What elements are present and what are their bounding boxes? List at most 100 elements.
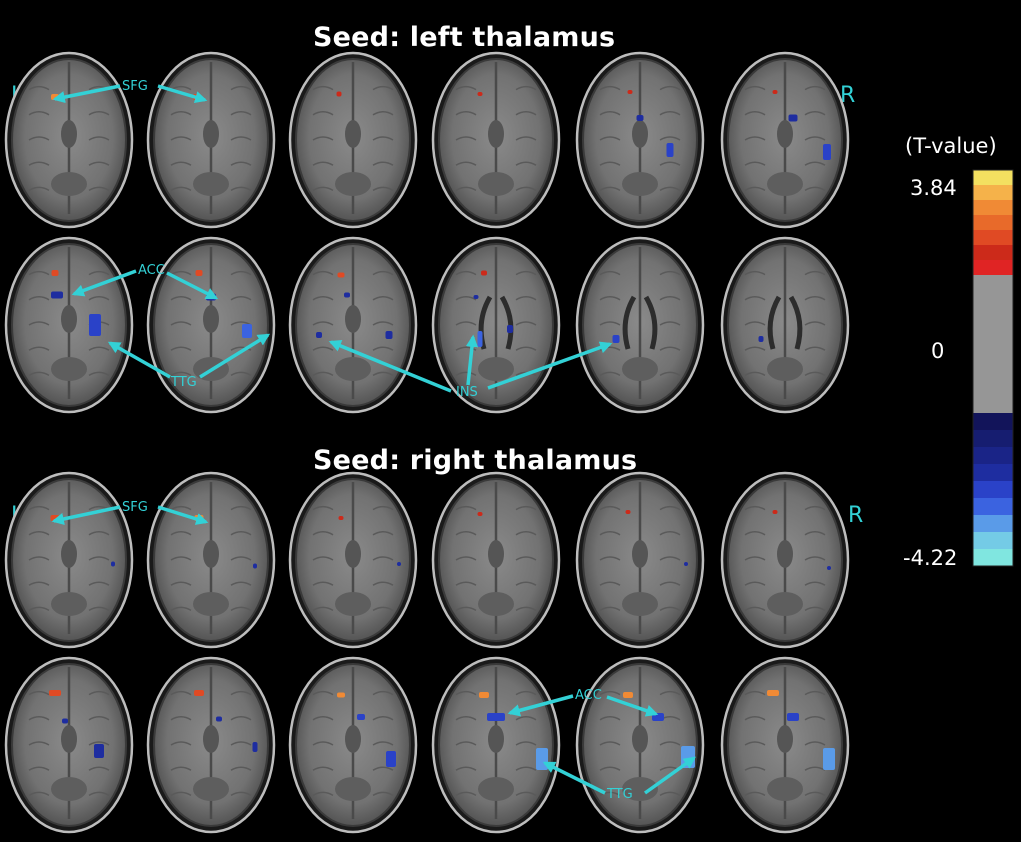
activation-cluster (477, 92, 483, 96)
sulcus (230, 690, 252, 696)
sulcus (170, 346, 192, 351)
sulcus (599, 186, 621, 192)
ventricle (203, 120, 219, 148)
sulcus (312, 556, 334, 561)
label-sfg-bottom: SFG (122, 500, 148, 515)
sulcus (88, 111, 110, 116)
sulcus (455, 766, 477, 771)
colorbar-segment (973, 215, 1013, 230)
label-ttg-top: TTG (171, 375, 197, 390)
sulcus (312, 606, 334, 612)
sulcus (515, 531, 537, 536)
sulcus (312, 111, 334, 116)
sulcus (88, 346, 110, 351)
ventricle (777, 540, 793, 568)
sulcus (455, 321, 477, 326)
sulcus (170, 581, 192, 586)
cerebellum-region (193, 777, 229, 801)
sulcus (312, 690, 334, 696)
sulcus (744, 766, 766, 771)
sulcus (599, 581, 621, 586)
sulcus (88, 296, 110, 301)
sulcus (28, 371, 50, 377)
activation-cluster (397, 562, 401, 566)
activation-cluster (481, 270, 487, 276)
sulcus (515, 606, 537, 612)
cerebellum-region (622, 357, 658, 381)
sulcus (372, 321, 394, 326)
sulcus (744, 741, 766, 746)
sulcus (515, 161, 537, 166)
cerebellum-region (767, 172, 803, 196)
sulcus (659, 741, 681, 746)
sulcus (515, 791, 537, 797)
activation-cluster (636, 115, 644, 121)
sulcus (455, 556, 477, 561)
sulcus (455, 606, 477, 612)
cerebellum-region (767, 777, 803, 801)
sulcus (455, 296, 477, 301)
colorbar-segment (973, 260, 1013, 275)
sulcus (28, 186, 50, 192)
sulcus (515, 556, 537, 561)
label-ttg-bottom: TTG (607, 787, 633, 802)
sulcus (804, 346, 826, 351)
ventricle (61, 120, 77, 148)
top-right-marker: R (840, 83, 856, 108)
sulcus (372, 270, 394, 276)
ventricle (777, 725, 793, 753)
sulcus (312, 161, 334, 166)
sulcus (599, 85, 621, 91)
sulcus (28, 690, 50, 696)
sulcus (515, 581, 537, 586)
sulcus (230, 346, 252, 351)
activation-cluster (94, 744, 104, 758)
sulcus (88, 270, 110, 276)
label-acc-top: ACC (138, 263, 165, 278)
sulcus (455, 581, 477, 586)
sulcus (515, 371, 537, 377)
cerebellum-region (193, 172, 229, 196)
ventricle (61, 725, 77, 753)
sulcus (515, 321, 537, 326)
sulcus (744, 85, 766, 91)
sulcus (515, 111, 537, 116)
sulcus (88, 531, 110, 536)
sulcus (372, 716, 394, 721)
sulcus (599, 111, 621, 116)
cerebellum-region (335, 777, 371, 801)
sulcus (455, 505, 477, 511)
sulcus (804, 321, 826, 326)
sulcus (744, 716, 766, 721)
sulcus (372, 741, 394, 746)
sulcus (659, 270, 681, 276)
sulcus (230, 581, 252, 586)
cerebellum-region (478, 777, 514, 801)
sulcus (28, 766, 50, 771)
activation-cluster (385, 331, 393, 339)
activation-cluster (51, 291, 63, 299)
sulcus (170, 161, 192, 166)
colorbar-zero-label: 0 (931, 339, 945, 363)
sulcus (455, 111, 477, 116)
sulcus (88, 791, 110, 797)
sulcus (804, 296, 826, 301)
sulcus (170, 321, 192, 326)
sulcus (170, 111, 192, 116)
activation-cluster (477, 512, 483, 516)
sulcus (170, 766, 192, 771)
arrow-acc-top-left (71, 269, 137, 297)
sulcus (312, 321, 334, 326)
sulcus (372, 556, 394, 561)
arrow-sfg-bottom-left (51, 505, 121, 525)
sulcus (88, 136, 110, 141)
colorbar (972, 169, 1014, 567)
sulcus (230, 161, 252, 166)
sulcus (455, 136, 477, 141)
sulcus (230, 85, 252, 91)
ventricle (61, 305, 77, 333)
sulcus (230, 296, 252, 301)
ventricle (61, 540, 77, 568)
sulcus (170, 136, 192, 141)
ventricle (632, 120, 648, 148)
